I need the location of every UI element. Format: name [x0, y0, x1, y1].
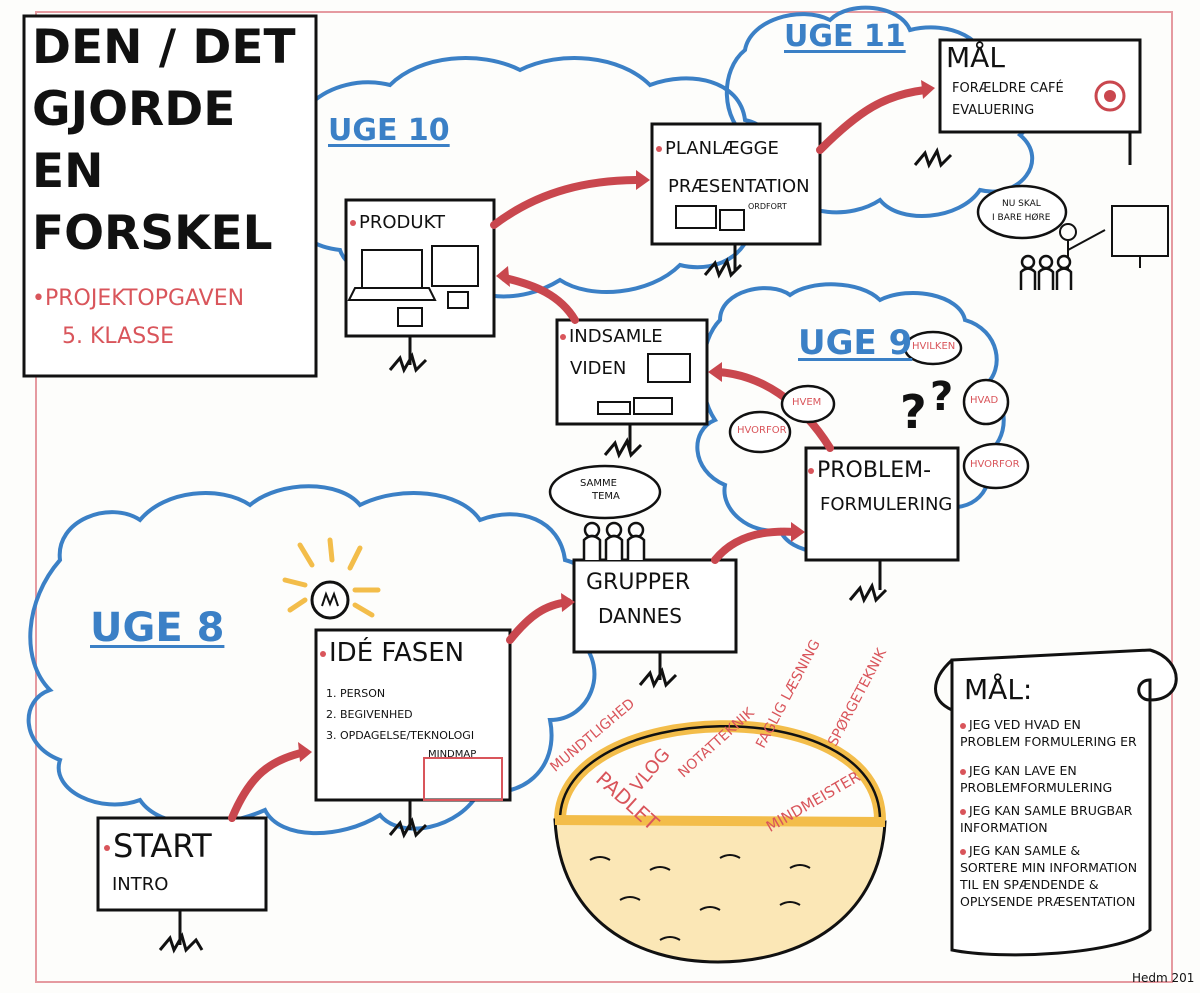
maal-top-line-2: EVALUERING — [952, 103, 1035, 118]
bubble-bare-hore: I BARE HØRE — [992, 213, 1051, 223]
sign-grupper — [572, 558, 738, 654]
people-group-icon — [582, 254, 1073, 560]
grupper-line-1: GRUPPER — [586, 570, 691, 595]
svg-text:?: ? — [930, 374, 953, 420]
signature: Hedm 201 — [1132, 971, 1195, 985]
week-label-uge11: UGE 11 — [784, 19, 906, 54]
maal-top-line-1: FORÆLDRE CAFÉ — [952, 81, 1064, 96]
grupper-line-2: DANNES — [598, 604, 682, 628]
basket-icon — [553, 720, 887, 964]
maal-top-label: MÅL — [946, 41, 1005, 74]
question-hvad: HVAD — [970, 395, 999, 406]
title-box — [22, 14, 318, 378]
question-hvilken: HVILKEN — [912, 341, 956, 352]
title-line-3: EN — [32, 144, 104, 199]
goal-item-4: JEG KAN SAMLE & SORTERE MIN INFORMATION … — [960, 842, 1140, 910]
problem-line-1: PROBLEM- — [808, 460, 931, 482]
start-label: START — [104, 830, 212, 862]
planlaegge-line-1: PLANLÆGGE — [656, 140, 779, 158]
lightbulb-icon — [310, 580, 350, 620]
mindmap-label: MINDMAP — [428, 749, 477, 760]
indsamle-line-1: INDSAMLE — [560, 328, 663, 346]
cloud-uge9 — [695, 282, 1006, 555]
week-label-uge10: UGE 10 — [328, 113, 450, 148]
week-label-uge8: UGE 8 — [90, 605, 225, 651]
planlaegge-line-2: PRÆSENTATION — [668, 176, 810, 197]
title-line-1: DEN / DET — [32, 20, 296, 75]
ide-fasen-label: IDÉ FASEN — [320, 640, 464, 666]
bubble-samme: SAMME — [580, 478, 617, 489]
subtitle-line-2: 5. KLASSE — [62, 324, 175, 349]
bubble-nu-skal: NU SKAL — [1002, 199, 1041, 209]
ide-item-2: 2. BEGIVENHED — [326, 708, 413, 721]
produkt-label: PRODUKT — [350, 214, 445, 232]
question-hvorfor-1: HVORFOR — [737, 425, 787, 436]
indsamle-line-2: VIDEN — [570, 358, 627, 379]
goals-title: MÅL: — [964, 673, 1033, 706]
start-sub: INTRO — [112, 874, 169, 895]
page-frame — [35, 11, 1173, 983]
ide-item-3: 3. OPDAGELSE/TEKNOLOGI — [326, 729, 475, 742]
question-hvorfor-2: HVORFOR — [970, 459, 1020, 470]
svg-text:?: ? — [900, 385, 927, 439]
question-hvem: HVEM — [792, 397, 822, 408]
goal-item-2: JEG KAN LAVE EN PROBLEMFORMULERING — [960, 762, 1140, 796]
title-line-2: GJORDE — [32, 82, 236, 137]
cloud-uge8 — [26, 484, 602, 836]
subtitle-line-1: •PROJEKTOPGAVEN — [32, 286, 245, 311]
goal-item-3: JEG KAN SAMLE BRUGBAR INFORMATION — [960, 802, 1140, 836]
title-line-4: FORSKEL — [32, 206, 273, 261]
ordfort-tag: ORDFORT — [748, 202, 787, 211]
problem-line-2: FORMULERING — [820, 494, 953, 515]
ide-item-1: 1. PERSON — [326, 687, 386, 700]
week-label-uge9: UGE 9 — [798, 323, 913, 363]
goal-item-1: JEG VED HVAD EN PROBLEM FORMULERING ER — [960, 716, 1140, 750]
bubble-tema: TEMA — [592, 491, 620, 502]
target-icon — [1094, 80, 1126, 112]
